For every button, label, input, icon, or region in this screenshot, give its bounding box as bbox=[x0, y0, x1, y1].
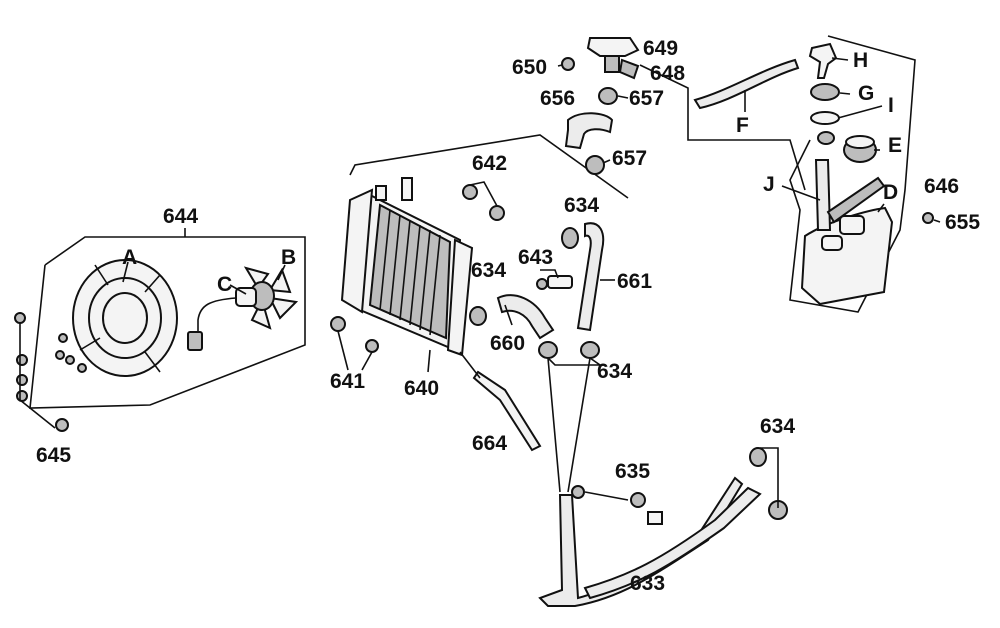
label-650: 650 bbox=[512, 56, 547, 79]
leader-I bbox=[837, 105, 883, 119]
label-D: D bbox=[883, 181, 898, 204]
label-644: 644 bbox=[163, 205, 198, 228]
leader-A bbox=[122, 261, 129, 283]
leader-655 bbox=[933, 219, 941, 223]
label-634: 634 bbox=[564, 194, 599, 217]
cap-649-part bbox=[586, 37, 640, 80]
radiator-part bbox=[340, 177, 474, 357]
screw-part bbox=[65, 355, 75, 365]
fan-assembly-group bbox=[14, 228, 306, 432]
label-657: 657 bbox=[629, 87, 664, 110]
overflow-hose-F-part bbox=[693, 58, 800, 110]
fitting-H-part bbox=[808, 42, 838, 79]
hose-656-part bbox=[564, 112, 614, 150]
fan-shroud-part bbox=[72, 259, 178, 377]
grommet-635-part bbox=[571, 485, 585, 499]
nuts-642-part bbox=[462, 181, 505, 221]
leader-H bbox=[831, 57, 849, 61]
reservoir-group bbox=[789, 35, 934, 313]
gasket-G-part bbox=[810, 83, 840, 101]
grommet-635-part bbox=[630, 492, 646, 508]
label-648: 648 bbox=[650, 62, 685, 85]
screw-part bbox=[58, 333, 68, 343]
coolant-pipe-633-part bbox=[538, 357, 762, 607]
label-657: 657 bbox=[612, 147, 647, 170]
label-655: 655 bbox=[945, 211, 980, 234]
leader-660 bbox=[504, 304, 513, 326]
grommets-641-part bbox=[330, 316, 379, 371]
label-C: C bbox=[217, 273, 232, 296]
fan-motor-part bbox=[187, 287, 257, 351]
label-641: 641 bbox=[330, 370, 365, 393]
label-661: 661 bbox=[617, 270, 652, 293]
label-634: 634 bbox=[471, 259, 506, 282]
label-649: 649 bbox=[643, 37, 678, 60]
clamp-657-part bbox=[585, 87, 618, 175]
hose-660-part bbox=[496, 294, 555, 340]
reservoir-tank-D-part bbox=[800, 206, 894, 306]
label-I: I bbox=[888, 94, 894, 117]
bolts-645-part bbox=[14, 312, 69, 432]
label-643: 643 bbox=[518, 246, 553, 269]
label-B: B bbox=[281, 246, 296, 269]
bracket-664-part bbox=[459, 351, 542, 452]
label-633: 633 bbox=[630, 572, 665, 595]
leader-657 bbox=[602, 159, 611, 164]
label-634: 634 bbox=[760, 415, 795, 438]
screw-part bbox=[55, 350, 65, 360]
label-H: H bbox=[853, 49, 868, 72]
label-E: E bbox=[888, 134, 902, 157]
screw-part bbox=[77, 363, 87, 373]
filler-tube-J-part bbox=[814, 159, 886, 231]
leader-657 bbox=[617, 95, 629, 99]
ring-I-part bbox=[810, 111, 840, 145]
cap-E-part bbox=[843, 135, 877, 163]
label-642: 642 bbox=[472, 152, 507, 175]
label-646: 646 bbox=[924, 175, 959, 198]
bolt-655-part bbox=[922, 212, 934, 224]
label-F: F bbox=[736, 114, 749, 137]
leader-J bbox=[781, 185, 821, 201]
label-A: A bbox=[122, 246, 137, 269]
nut-650-part bbox=[561, 57, 575, 71]
leader-D bbox=[877, 203, 885, 213]
leader-C bbox=[229, 284, 247, 295]
radiator-group-outline bbox=[349, 134, 629, 199]
label-634: 634 bbox=[597, 360, 632, 383]
leader-648 bbox=[639, 64, 806, 191]
label-656: 656 bbox=[540, 87, 575, 110]
label-660: 660 bbox=[490, 332, 525, 355]
label-G: G bbox=[858, 82, 874, 105]
label-635: 635 bbox=[615, 460, 650, 483]
fitting-643-part bbox=[536, 269, 573, 290]
leader-640 bbox=[427, 349, 431, 373]
leader-B bbox=[277, 264, 286, 281]
leader-650 bbox=[557, 64, 563, 67]
leader-G bbox=[839, 92, 851, 95]
hose-661-part bbox=[576, 222, 605, 332]
radiator-group bbox=[330, 134, 629, 452]
label-645: 645 bbox=[36, 444, 71, 467]
label-J: J bbox=[763, 173, 775, 196]
label-664: 664 bbox=[472, 432, 507, 455]
label-640: 640 bbox=[404, 377, 439, 400]
clamps-634-part bbox=[469, 227, 788, 520]
